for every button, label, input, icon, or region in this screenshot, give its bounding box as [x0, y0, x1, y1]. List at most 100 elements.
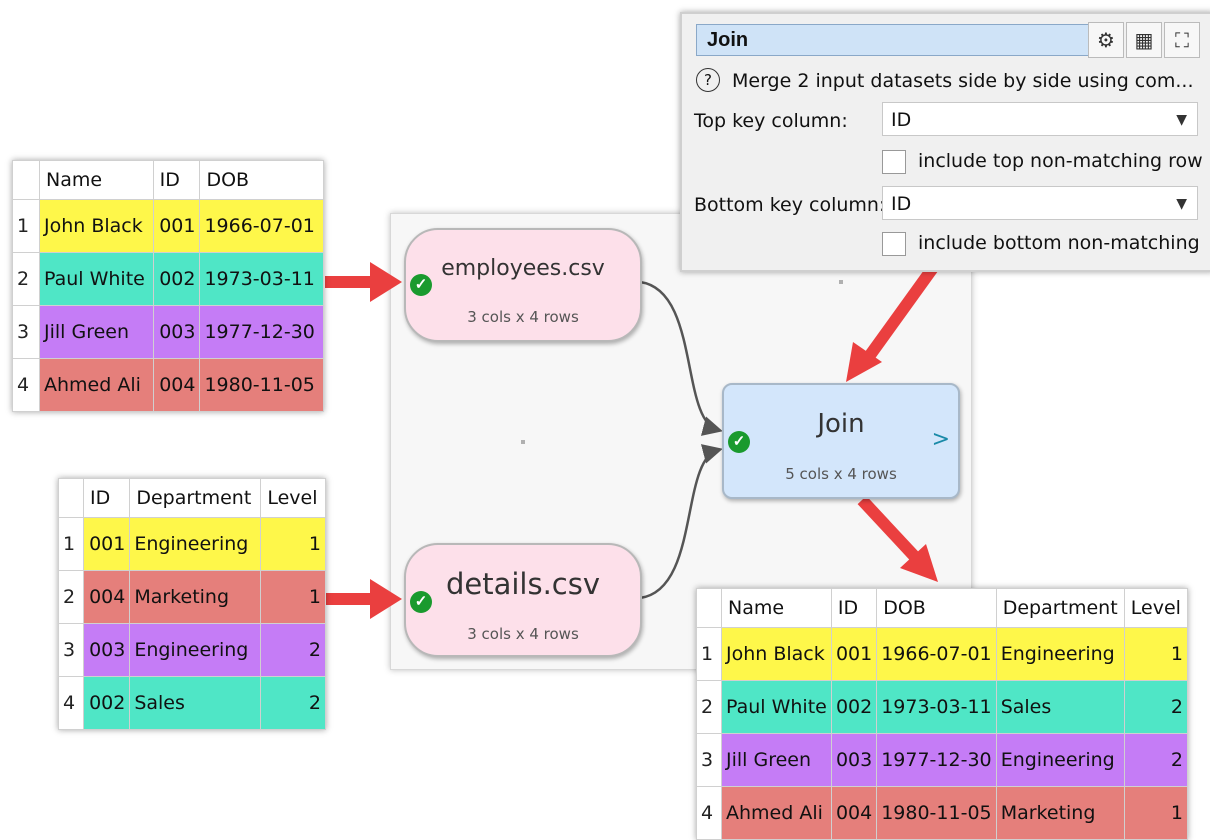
settings-icon[interactable]: ⚙: [1088, 22, 1124, 58]
column-header[interactable]: DOB: [199, 160, 324, 200]
table-row: 1 001 Engineering 1: [58, 517, 326, 571]
cell-name: Ahmed Ali: [721, 786, 832, 840]
cell-department: Engineering: [995, 733, 1125, 787]
cell-id: 001: [82, 517, 131, 571]
join-node[interactable]: ✓ Join 5 cols x 4 rows >: [722, 383, 960, 499]
cell-department: Engineering: [995, 627, 1125, 681]
cell-level: 2: [1123, 680, 1189, 734]
row-number: 3: [12, 305, 40, 359]
cell-dob: 1977-12-30: [876, 733, 997, 787]
result-table: Name ID DOB Department Level 1 John Blac…: [696, 588, 1189, 840]
maximize-icon[interactable]: ⛶: [1164, 22, 1200, 58]
row-number: 1: [58, 517, 84, 571]
help-icon[interactable]: ?: [696, 68, 720, 92]
cell-name: Jill Green: [721, 733, 832, 787]
table-header-row: Name ID DOB Department Level: [696, 588, 1189, 628]
node-title: employees.csv: [441, 256, 605, 281]
cell-id: 004: [830, 786, 878, 840]
cell-level: 1: [1123, 627, 1189, 681]
table-row: 2 Paul White 002 1973-03-11 Sales 2: [696, 680, 1189, 734]
expand-output-icon[interactable]: >: [931, 427, 950, 452]
cell-id: 001: [830, 627, 878, 681]
row-number: 3: [58, 623, 84, 677]
include-bottom-checkbox[interactable]: [882, 232, 906, 256]
details-node[interactable]: ✓ details.csv 3 cols x 4 rows: [404, 543, 642, 657]
node-title: Join: [817, 409, 865, 439]
cell-name: Ahmed Ali: [39, 358, 154, 412]
cell-department: Sales: [995, 680, 1125, 734]
canvas-grid-dot: [839, 280, 843, 284]
column-header[interactable]: ID: [830, 588, 878, 628]
chevron-down-icon: ▼: [1176, 112, 1187, 128]
cell-id: 003: [152, 305, 201, 359]
column-header[interactable]: ID: [152, 160, 201, 200]
cell-level: 2: [260, 676, 326, 730]
include-bottom-label: include bottom non-matching: [918, 232, 1200, 254]
cell-name: Paul White: [721, 680, 832, 734]
cell-name: John Black: [721, 627, 832, 681]
column-header-rownum: [58, 478, 84, 518]
table-row: 3 Jill Green 003 1977-12-30 Engineering …: [696, 733, 1189, 787]
cell-dob: 1973-03-11: [876, 680, 997, 734]
node-dimensions: 5 cols x 4 rows: [785, 465, 897, 483]
column-header[interactable]: DOB: [876, 588, 997, 628]
success-check-icon: ✓: [728, 431, 750, 453]
top-key-value: ID: [891, 109, 912, 131]
cell-department: Engineering: [129, 623, 262, 677]
bottom-key-value: ID: [891, 193, 912, 215]
cell-name: Paul White: [39, 252, 154, 306]
employees-node[interactable]: ✓ employees.csv 3 cols x 4 rows: [404, 228, 642, 342]
node-title: details.csv: [445, 567, 601, 601]
column-header[interactable]: Level: [1123, 588, 1189, 628]
transform-name-input[interactable]: Join: [696, 24, 1096, 56]
cell-dob: 1980-11-05: [876, 786, 997, 840]
table-row: 4 002 Sales 2: [58, 676, 326, 730]
column-header[interactable]: ID: [82, 478, 131, 518]
cell-id: 002: [152, 252, 201, 306]
row-number: 1: [12, 199, 40, 253]
cell-id: 004: [82, 570, 131, 624]
cell-dob: 1980-11-05: [199, 358, 324, 412]
cell-level: 2: [1123, 733, 1189, 787]
table-row: 2 Paul White 002 1973-03-11: [12, 252, 324, 306]
bottom-key-label: Bottom key column:: [694, 194, 886, 216]
details-table: ID Department Level 1 001 Engineering 1 …: [58, 478, 326, 730]
cell-department: Sales: [129, 676, 262, 730]
success-check-icon: ✓: [410, 591, 432, 613]
column-header[interactable]: Level: [260, 478, 326, 518]
success-check-icon: ✓: [410, 274, 432, 296]
node-dimensions: 3 cols x 4 rows: [467, 308, 579, 326]
cell-name: John Black: [39, 199, 154, 253]
cell-level: 1: [260, 570, 326, 624]
cell-level: 2: [260, 623, 326, 677]
cell-id: 004: [152, 358, 201, 412]
row-number: 2: [696, 680, 722, 734]
column-header[interactable]: Department: [995, 588, 1125, 628]
column-header[interactable]: Department: [129, 478, 262, 518]
row-number: 3: [696, 733, 722, 787]
employees-table: Name ID DOB 1 John Black 001 1966-07-01 …: [12, 160, 324, 412]
table-row: 1 John Black 001 1966-07-01 Engineering …: [696, 627, 1189, 681]
column-header[interactable]: Name: [39, 160, 154, 200]
include-top-checkbox[interactable]: [882, 150, 906, 174]
top-key-select[interactable]: ID ▼: [882, 102, 1198, 136]
cell-id: 002: [830, 680, 878, 734]
row-number: 4: [12, 358, 40, 412]
cell-dob: 1966-07-01: [199, 199, 324, 253]
table-row: 3 Jill Green 003 1977-12-30: [12, 305, 324, 359]
cell-level: 1: [1123, 786, 1189, 840]
cell-department: Marketing: [129, 570, 262, 624]
cell-department: Marketing: [995, 786, 1125, 840]
column-header-rownum: [12, 160, 40, 200]
canvas-grid-dot: [521, 440, 525, 444]
cell-id: 001: [152, 199, 201, 253]
bottom-key-select[interactable]: ID ▼: [882, 186, 1198, 220]
cell-id: 003: [82, 623, 131, 677]
table-row: 2 004 Marketing 1: [58, 570, 326, 624]
cell-dob: 1973-03-11: [199, 252, 324, 306]
row-number: 4: [696, 786, 722, 840]
table-row: 4 Ahmed Ali 004 1980-11-05: [12, 358, 324, 412]
cell-id: 003: [830, 733, 878, 787]
column-header[interactable]: Name: [721, 588, 832, 628]
table-icon[interactable]: ▦: [1126, 22, 1162, 58]
